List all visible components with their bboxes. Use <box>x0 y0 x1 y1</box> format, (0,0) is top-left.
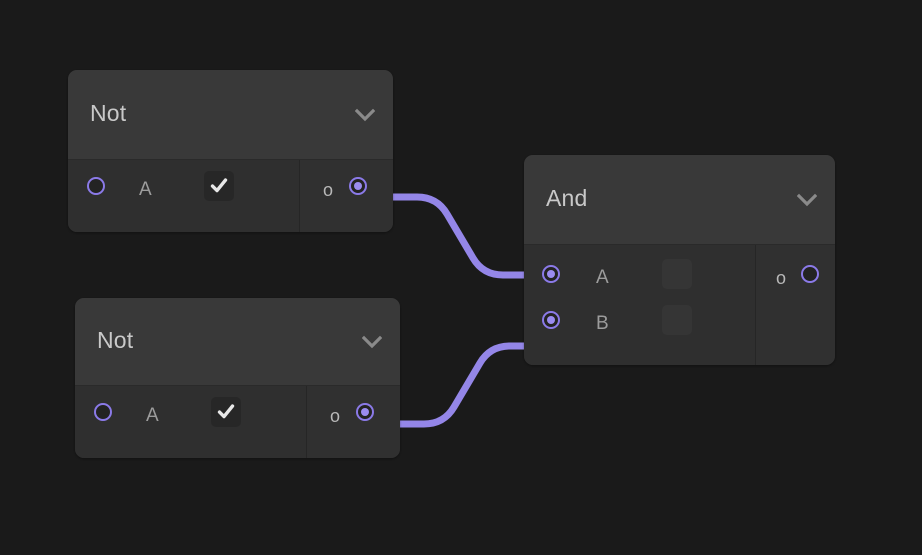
input-checkbox-a[interactable] <box>662 259 692 289</box>
node-inputs-section: A B <box>524 245 756 365</box>
output-row-o[interactable]: o <box>300 163 393 209</box>
chevron-down-icon[interactable] <box>362 335 382 349</box>
node-header-not-1[interactable]: Not <box>68 70 393 160</box>
connection-wire-not1-to-and-a <box>381 193 537 279</box>
node-inputs-section: A <box>68 160 300 232</box>
input-label-a: A <box>139 179 152 200</box>
node-inputs-section: A <box>75 386 307 458</box>
node-header-not-2[interactable]: Not <box>75 298 400 386</box>
input-label-a: A <box>596 267 609 288</box>
node-header-and-1[interactable]: And <box>524 155 835 245</box>
input-row-b[interactable]: B <box>524 297 755 343</box>
node-and-1[interactable]: And A B <box>524 155 835 365</box>
node-outputs-section: o <box>756 245 835 365</box>
output-row-o[interactable]: o <box>307 389 400 435</box>
output-port-o[interactable] <box>801 265 819 283</box>
output-label-o: o <box>776 268 787 288</box>
input-checkbox-b[interactable] <box>662 305 692 335</box>
input-row-a[interactable]: A <box>75 389 306 435</box>
node-title: And <box>546 185 588 211</box>
input-label-a: A <box>146 405 159 426</box>
node-title: Not <box>97 327 134 353</box>
input-row-a[interactable]: A <box>68 163 299 209</box>
chevron-down-icon[interactable] <box>355 108 375 122</box>
output-port-o[interactable] <box>349 177 367 195</box>
output-label-o: o <box>323 180 334 200</box>
input-port-a[interactable] <box>94 403 112 421</box>
node-not-1[interactable]: Not A <box>68 70 393 232</box>
input-checkbox-a[interactable] <box>204 171 234 201</box>
node-outputs-section: o <box>307 386 400 458</box>
input-port-b[interactable] <box>542 311 560 329</box>
input-checkbox-a[interactable] <box>211 397 241 427</box>
output-row-o[interactable]: o <box>756 251 835 297</box>
node-outputs-section: o <box>300 160 393 232</box>
input-row-a[interactable]: A <box>524 251 755 297</box>
output-label-o: o <box>330 406 341 426</box>
node-not-2[interactable]: Not A <box>75 298 400 458</box>
chevron-down-icon[interactable] <box>797 193 817 207</box>
connection-wire-not2-to-and-b <box>388 342 538 428</box>
output-port-o[interactable] <box>356 403 374 421</box>
input-port-a[interactable] <box>87 177 105 195</box>
input-label-b: B <box>596 313 609 334</box>
node-title: Not <box>90 100 127 126</box>
input-port-a[interactable] <box>542 265 560 283</box>
